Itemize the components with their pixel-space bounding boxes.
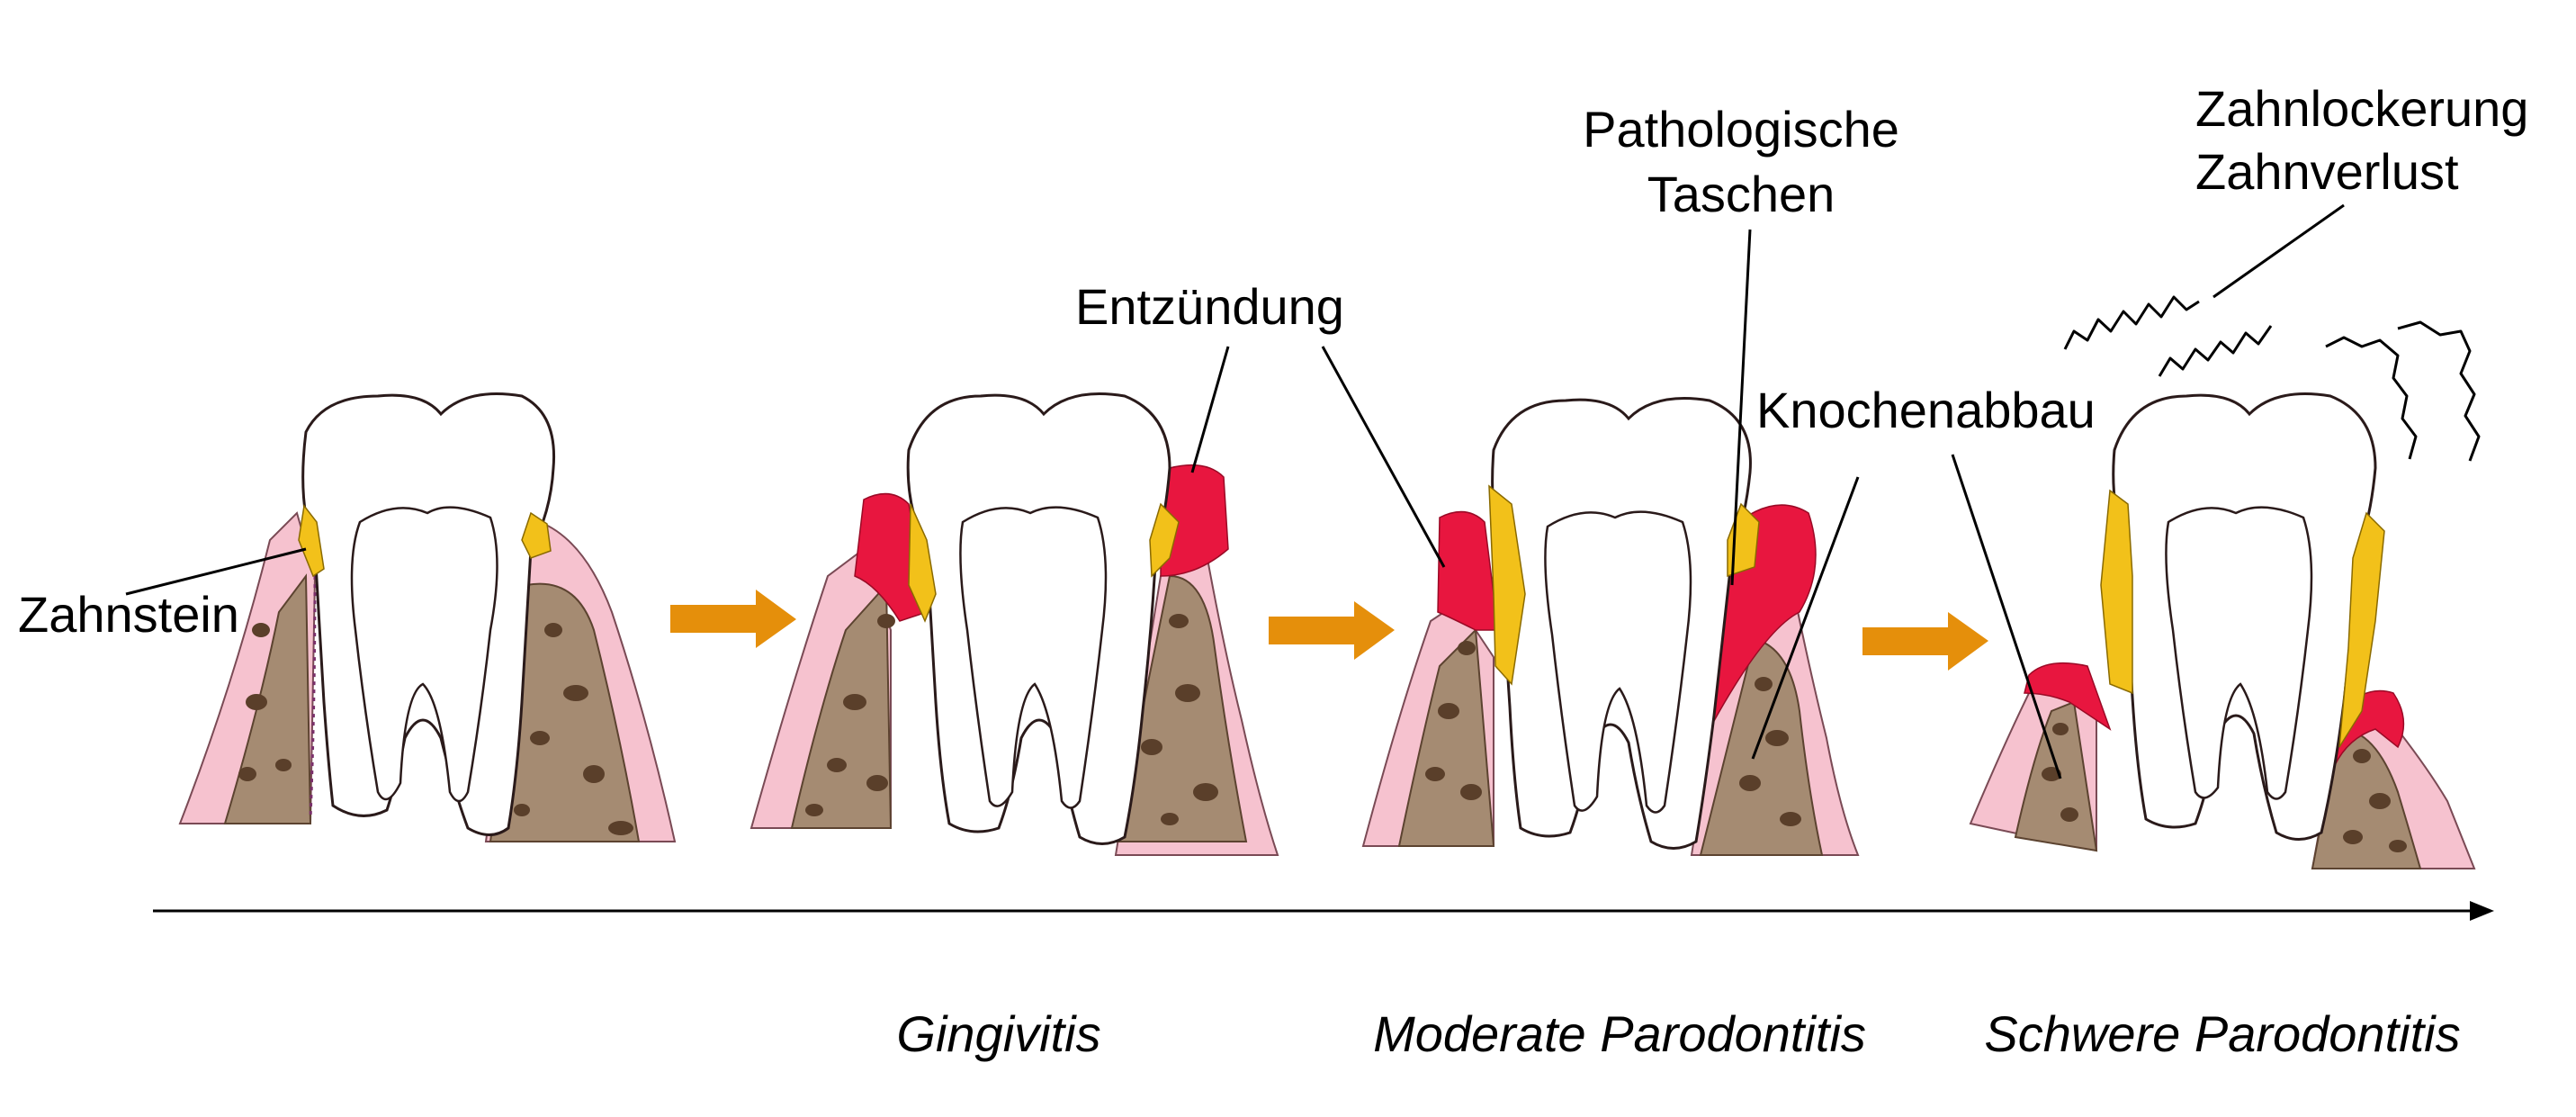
leader-entzuendung-right [1190,346,1230,473]
stage-gingivitis: Gingivitis [896,1005,1100,1062]
label-zahnlockerung: Zahnlockerung [2195,80,2528,137]
leader-zahnlockerung [2212,203,2345,299]
movement-wiggle-3 [2325,336,2418,460]
inflammation-left [854,492,928,622]
stage-schwere: Schwere Parodontitis [1984,1005,2460,1062]
leader-taschen [1730,229,1752,586]
label-pathologische: Pathologische [1583,101,1899,158]
label-entzuendung: Entzündung [1075,278,1344,335]
leader-zahnstein [125,547,307,596]
tartar-right [521,511,552,559]
leader-knochenabbau-left [1751,476,1860,760]
bone-left [790,582,893,829]
tooth-gingivitis [749,392,1279,856]
progress-arrow-1 [670,590,796,648]
tartar-left [2100,489,2133,695]
tartar-left [1488,484,1526,686]
leader-lines [125,203,2345,779]
label-zahnverlust: Zahnverlust [2195,143,2459,200]
bone-spots [805,614,1218,825]
tartar-left [908,503,937,623]
inflammation-left [2024,662,2112,731]
leader-knochenabbau-right [1951,454,2062,779]
inflammation-left [1437,510,1499,631]
bone-spots [238,623,633,835]
bone-spots [1425,641,1801,826]
dentin-pulp [959,506,1108,809]
progress-arrow-3 [1862,612,1988,671]
leader-entzuendung-left [1321,346,1446,568]
movement-wiggle-2 [2158,325,2273,377]
bone-spots [2042,723,2407,852]
tooth-moderate [1361,397,1860,856]
movement-wiggle-4 [2397,320,2481,462]
tartar-left [298,504,325,578]
dentin-pulp [2165,506,2313,800]
ligament-left [309,575,317,820]
tartar-right [1149,502,1180,578]
progress-arrow-2 [1269,601,1395,660]
stage-moderate: Moderate Parodontitis [1373,1005,1866,1062]
timeline-arrowhead [2470,901,2494,921]
movement-wiggle-1 [2063,295,2200,350]
bone-right [1114,574,1248,842]
tooth-healthy-tartar [178,392,677,842]
dentin-pulp [350,506,498,803]
label-zahnstein: Zahnstein [18,586,239,643]
tartar-right [2338,511,2385,748]
tooth-severe [1969,295,2481,869]
dentin-pulp [1544,510,1692,814]
label-taschen: Taschen [1647,166,1836,222]
label-knochenabbau: Knochenabbau [1756,382,2096,438]
bone-right [1699,637,1824,856]
